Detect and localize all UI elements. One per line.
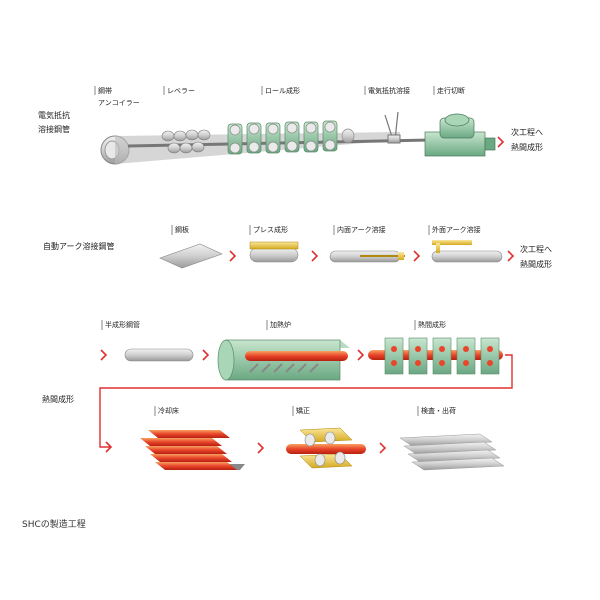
steel-plate xyxy=(159,243,223,269)
reheating-furnace xyxy=(217,339,350,381)
row1-next-line2: 熱間成形 xyxy=(511,142,543,152)
figure-caption: SHCの製造工程 xyxy=(22,520,86,530)
row3-step-label: 熱間成形 xyxy=(418,320,446,329)
row1-step-label: ロール成形 xyxy=(265,86,300,95)
leveler-rollers xyxy=(161,129,211,154)
row2-next-line1: 次工程へ xyxy=(520,244,552,254)
label-ticks xyxy=(94,86,435,95)
row1-title-line1: 電気抵抗 xyxy=(38,110,70,120)
row2-step-label: 鋼板 xyxy=(175,225,189,234)
row3-step-label: 矯正 xyxy=(296,406,310,415)
row2-step-label: 内面アーク溶接 xyxy=(337,225,386,234)
inspection-shipping-pipes xyxy=(399,433,505,471)
row1-step-label: 走行切断 xyxy=(437,86,465,95)
row3-step-label: 冷却床 xyxy=(158,406,179,415)
row3: 半成形鋼管 加熱炉 熱間成形 xyxy=(42,320,513,471)
arrow-chevron xyxy=(497,136,505,148)
row2-title: 自動アーク溶接鋼管 xyxy=(43,241,115,251)
row3-step-label: 半成形鋼管 xyxy=(105,320,140,329)
flying-cutter xyxy=(424,113,496,157)
row1-next-line1: 次工程へ xyxy=(511,127,543,137)
cooling-bed xyxy=(140,430,245,470)
outer-arc-welding xyxy=(431,240,503,263)
row1-step-label: アンコイラー xyxy=(98,99,140,107)
row2: 自動アーク溶接鋼管 鋼板 プレス成形 内面アーク溶接 外面アーク溶接 xyxy=(43,225,552,269)
row2-step-label: 外面アーク溶接 xyxy=(432,225,481,234)
row1-title-line2: 溶接鋼管 xyxy=(38,124,70,134)
row1: 電気抵抗 溶接鋼管 鋼帯 アンコイラー レベラー ロール成形 電気抵抗溶接 走行… xyxy=(38,86,543,165)
row3-bottom-arrows xyxy=(257,442,387,454)
row1-step-label: 電気抵抗溶接 xyxy=(368,86,410,95)
erw-welder xyxy=(384,111,401,144)
row2-step-label: プレス成形 xyxy=(253,225,288,234)
half-formed-pipe xyxy=(124,348,194,362)
arrow-chevron xyxy=(105,441,113,453)
row3-step-label: 加熱炉 xyxy=(270,320,291,329)
row2-arrows xyxy=(229,250,515,262)
row1-step-label: レベラー xyxy=(167,87,195,95)
row3-section-title: 熱間成形 xyxy=(42,394,74,404)
connector-line xyxy=(99,354,513,448)
straightener xyxy=(286,427,366,469)
row3-arrows xyxy=(100,349,365,361)
row3-step-label: 検査・出荷 xyxy=(421,406,456,415)
row1-step-label: 鋼帯 xyxy=(98,86,112,95)
roll-forming-stands xyxy=(227,120,355,155)
press-forming xyxy=(249,241,299,263)
inner-arc-welding xyxy=(329,250,405,263)
hot-forming-stands xyxy=(368,337,503,375)
row2-next-line2: 熱間成形 xyxy=(520,259,552,269)
